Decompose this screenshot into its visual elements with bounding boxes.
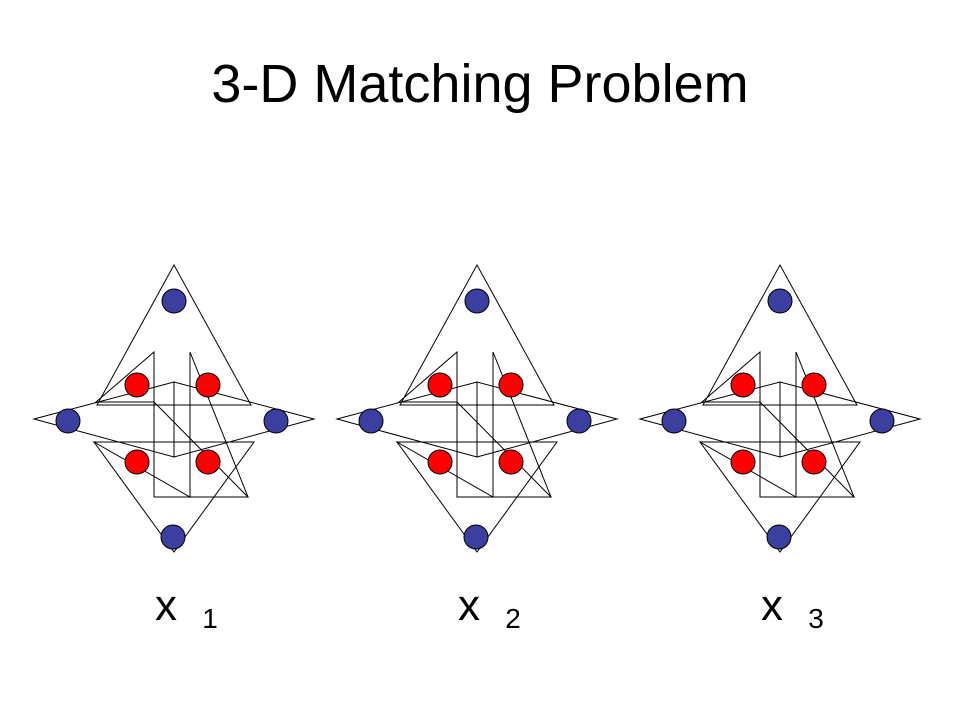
gadget-label-variable: x xyxy=(761,581,783,630)
outer-triangle-right xyxy=(476,381,619,458)
inner-node-top-left xyxy=(124,372,150,398)
inner-triangle-center xyxy=(153,400,250,498)
inner-triangle-top-left xyxy=(700,350,761,403)
inner-triangle-center xyxy=(759,400,856,498)
inner-node-bottom-right xyxy=(801,449,827,475)
inner-triangle-right xyxy=(492,351,552,498)
gadget-label-variable: x xyxy=(458,581,480,630)
inner-node-bottom-right xyxy=(498,449,524,475)
outer-node-left xyxy=(358,408,384,434)
outer-node-top xyxy=(767,288,793,314)
inner-node-top-right xyxy=(195,372,221,398)
outer-node-bottom xyxy=(463,524,489,550)
inner-node-bottom-left xyxy=(427,449,453,475)
inner-node-top-right xyxy=(801,372,827,398)
inner-triangle-top-left xyxy=(397,350,458,403)
inner-node-bottom-left xyxy=(124,449,150,475)
inner-node-top-left xyxy=(427,372,453,398)
inner-node-bottom-right xyxy=(195,449,221,475)
outer-node-top xyxy=(161,288,187,314)
outer-node-bottom xyxy=(160,524,186,550)
inner-triangle-center xyxy=(456,400,553,498)
gadget-label-variable: x xyxy=(155,581,177,630)
gadget-label-subscript: 1 xyxy=(202,603,218,634)
inner-triangle-top-left xyxy=(94,350,155,403)
inner-node-top-right xyxy=(498,372,524,398)
outer-node-right xyxy=(263,408,289,434)
outer-node-top xyxy=(464,288,490,314)
slide-title: 3-D Matching Problem xyxy=(211,54,749,114)
outer-node-right xyxy=(869,408,895,434)
outer-node-right xyxy=(566,408,592,434)
inner-triangle-right xyxy=(189,351,249,498)
outer-node-bottom xyxy=(766,524,792,550)
gadget-label-subscript: 2 xyxy=(505,603,521,634)
inner-node-top-left xyxy=(730,372,756,398)
outer-node-left xyxy=(661,408,687,434)
inner-triangle-right xyxy=(795,351,855,498)
outer-triangle-right xyxy=(173,381,316,458)
outer-triangle-right xyxy=(779,381,922,458)
gadget-label-subscript: 3 xyxy=(808,603,824,634)
outer-node-left xyxy=(55,408,81,434)
inner-node-bottom-left xyxy=(730,449,756,475)
